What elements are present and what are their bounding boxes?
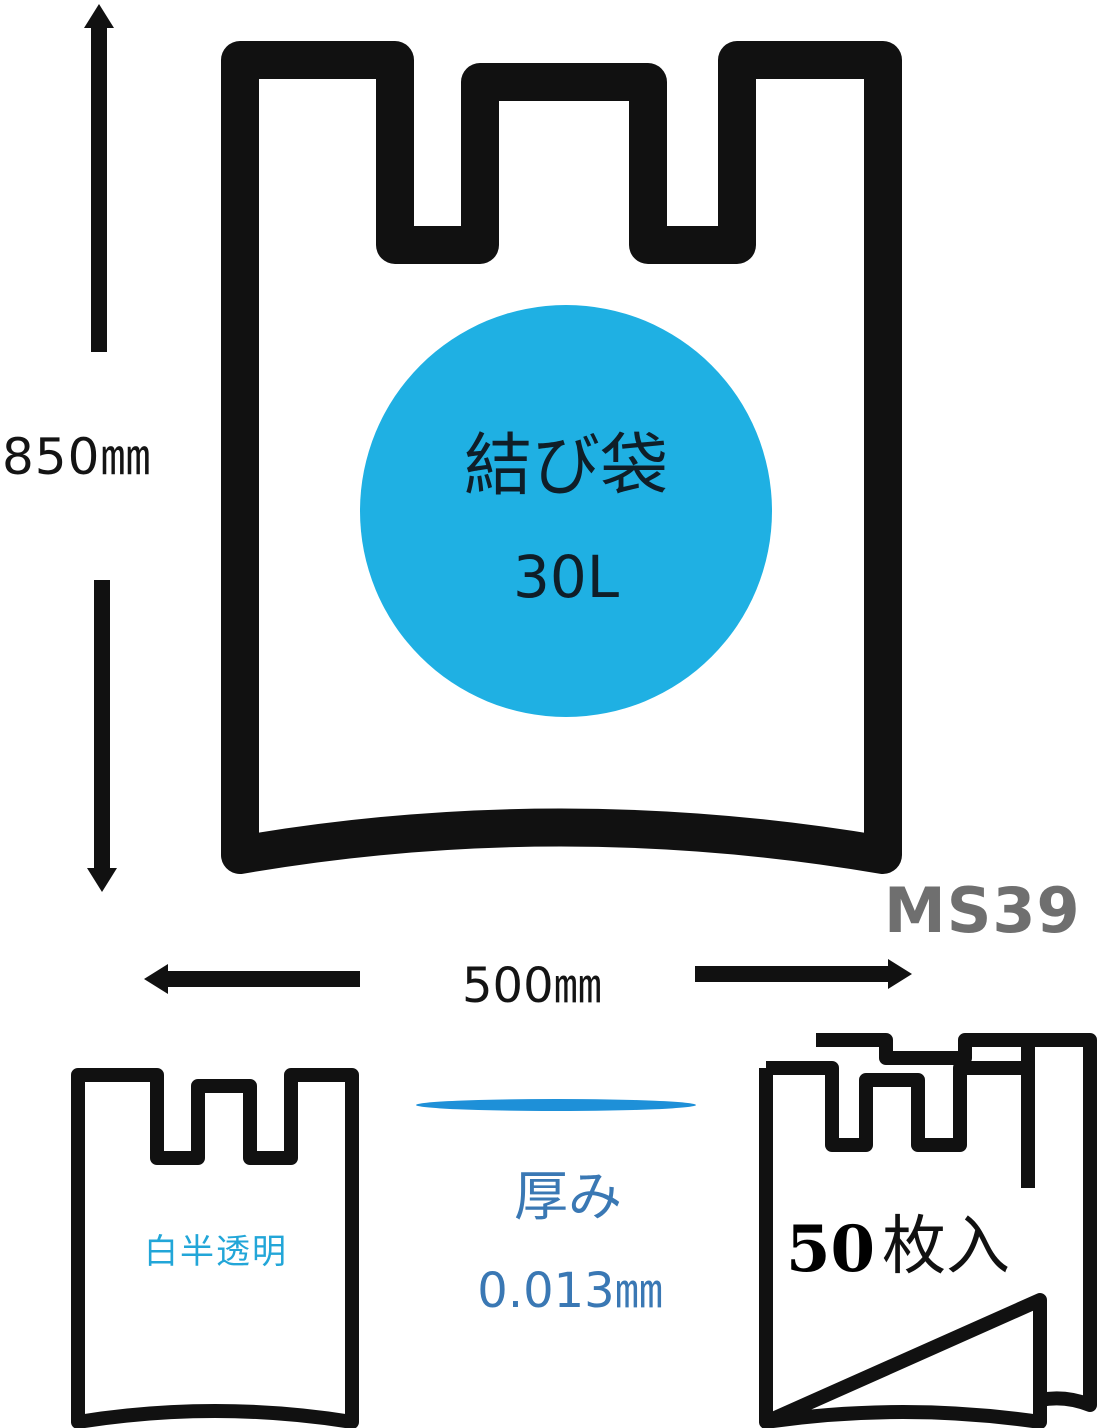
width-arrow <box>144 959 912 994</box>
stack-bag-front <box>759 1061 1047 1428</box>
count-number: 50 <box>786 1212 876 1287</box>
label-circle <box>360 305 772 717</box>
bag-name: 結び袋 <box>463 427 668 506</box>
small-bag-outline <box>71 1068 359 1428</box>
stack-bag-back <box>816 1033 1097 1412</box>
bag-volume: 30L <box>512 543 620 611</box>
model-code: MS39 <box>884 874 1081 947</box>
thickness-line <box>416 1099 696 1111</box>
main-bag-outline <box>221 41 902 874</box>
height-arrow <box>84 4 117 892</box>
thickness-value: 0.013㎜ <box>477 1263 663 1319</box>
color-label: 白半透明 <box>144 1232 288 1272</box>
thickness-title: 厚み <box>514 1165 622 1228</box>
height-label: 850㎜ <box>2 428 152 486</box>
width-label: 500㎜ <box>462 958 602 1014</box>
count-unit: 枚入 <box>882 1210 1010 1284</box>
